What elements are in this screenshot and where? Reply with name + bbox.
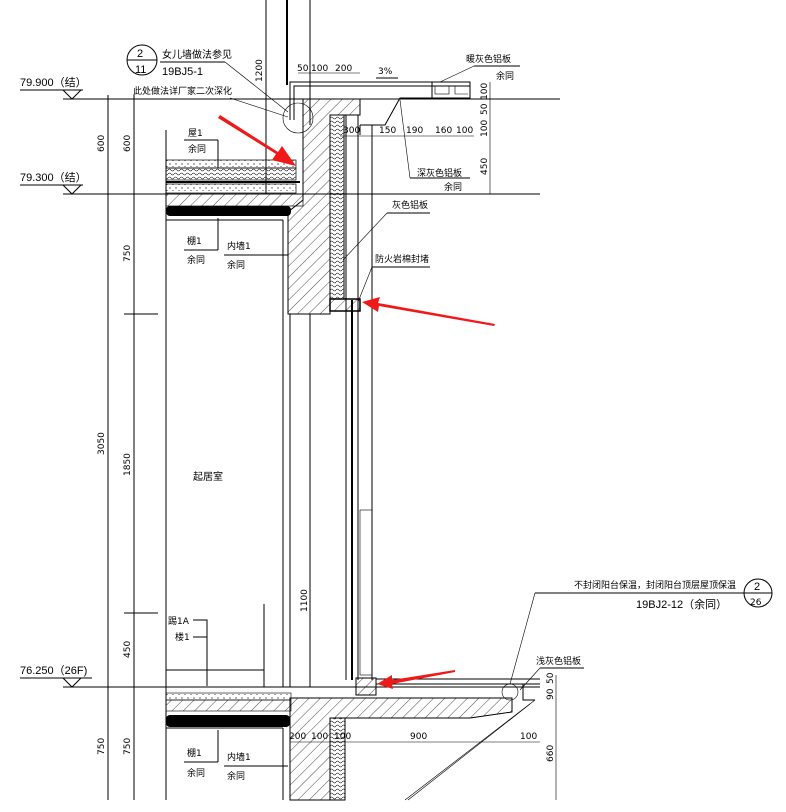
layer-label: 屋1 (188, 128, 203, 139)
roof-layers (165, 130, 304, 800)
dimension-chain-outer: 600 3050 750 (97, 95, 114, 800)
note-label: 余同 (444, 181, 462, 193)
note-label: 余同 (187, 254, 205, 266)
dimension-label: 660 (546, 745, 556, 762)
dimension-label: 50 (480, 103, 490, 115)
note-label: 余同 (187, 767, 205, 779)
level-label: 76.250（26F) (20, 664, 87, 677)
warm-grey-panel-note: 暖灰色铝板 余同 (439, 53, 520, 83)
note-label: 余同 (227, 259, 245, 271)
dimension-label: 160 (435, 126, 452, 136)
note-label: 余同 (496, 70, 514, 82)
reference-label: 女儿墙做法参见 (162, 48, 232, 61)
layer-label: 棚1 (187, 235, 202, 247)
note-label: 余同 (188, 143, 206, 155)
reference-code: 19BJ2-12（余同） (636, 597, 727, 611)
dimension-label: 300 (343, 126, 360, 136)
dimension-label: 190 (406, 126, 423, 136)
light-grey-panel-note: 浅灰色铝板 (519, 655, 584, 691)
dimension-label: 450 (480, 158, 490, 175)
red-arrow-balcony (377, 670, 455, 689)
slope-label: 3% (378, 67, 393, 77)
dimension-label: 600 (97, 135, 107, 152)
note-label: 浅灰色铝板 (536, 655, 581, 667)
dimension-label: 450 (123, 641, 133, 658)
dimension-label: 90 (546, 688, 556, 700)
room-living: 起居室 (193, 470, 223, 483)
skirting-floor-label: 踢1A 楼1 (168, 616, 208, 686)
level-label: 79.900（结） (20, 76, 87, 89)
dimension-label: 200 (335, 64, 352, 74)
balcony-reference: 不封闭阳台保温，封闭阳台顶层屋顶保温 19BJ2-12（余同） 2 26 (509, 578, 773, 685)
fire-seal-note: 防火岩棉封堵 (357, 253, 430, 303)
level-label: 79.300（结） (20, 171, 87, 184)
layer-label: 踢1A (168, 616, 190, 627)
note-label: 暖灰色铝板 (466, 53, 511, 65)
dimension-label: 100 (480, 120, 490, 137)
ceiling-label: 棚1 余同 (184, 218, 219, 266)
level-mark-76250: 76.250（26F) (20, 664, 540, 688)
fire-seal (329, 298, 361, 312)
inner-wall-label: 内墙1 余同 (224, 240, 288, 271)
layer-label: 内墙1 (227, 240, 251, 252)
reference-number: 2 (137, 48, 143, 60)
factory-detail-note: 此处做法详厂家二次深化 (133, 85, 314, 134)
layer-label: 棚1 (187, 747, 202, 759)
layer-label: 楼1 (175, 631, 190, 643)
wall-insulation (329, 114, 345, 300)
note-label: 防火岩棉封堵 (375, 253, 429, 265)
dimension-label: 50 (546, 672, 556, 684)
dimension-label: 100 (334, 732, 351, 742)
cap-dimensions: 50 100 200 3% (297, 64, 398, 79)
dimension-label: 3050 (97, 432, 107, 455)
dimension-label: 900 (410, 732, 427, 742)
reference-number: 2 (754, 581, 760, 593)
inner-wall-label-lower: 内墙1 余同 (224, 751, 288, 782)
dimension-label: 100 (311, 64, 328, 74)
dimension-label: 100 (311, 732, 328, 742)
dimension-label: 100 (520, 732, 537, 742)
reference-sheet: 11 (135, 64, 146, 76)
window-frame (345, 115, 373, 680)
reference-label: 不封闭阳台保温，封闭阳台顶层屋顶保温 (574, 579, 736, 591)
dimension-window-height: 1100 (300, 589, 310, 612)
dimension-label: 600 (123, 135, 133, 152)
red-arrow-fire-seal (362, 297, 495, 326)
interior-walls (166, 219, 311, 687)
dimension-label: 100 (456, 126, 473, 136)
dark-grey-panel-note: 深灰色铝板 余同 (399, 99, 470, 193)
dimension-label: 750 (123, 245, 133, 262)
top-right-dimensions: 300 150 190 160 100 100 50 100 450 (340, 82, 491, 194)
reference-sheet: 26 (750, 598, 762, 608)
ceiling-label-lower: 棚1 余同 (184, 730, 219, 779)
dimension-label: 100 (480, 83, 490, 100)
grey-panel-note: 灰色铝板 (342, 199, 430, 261)
dimension-parapet-height: 1200 (255, 59, 265, 82)
dimension-label: 1850 (123, 453, 133, 476)
note-label: 余同 (227, 770, 245, 782)
roof-label: 屋1 余同 (184, 128, 219, 168)
dimension-label: 750 (97, 738, 107, 755)
note-label: 深灰色铝板 (417, 167, 462, 179)
dimension-label: 200 (289, 732, 306, 742)
red-arrow-roof (218, 115, 296, 166)
dimension-label: 150 (379, 126, 396, 136)
parapet-reference: 2 11 女儿墙做法参见 19BJ5-1 (126, 44, 289, 113)
balcony-dimensions: 200 100 100 900 100 50 90 660 (289, 672, 557, 800)
dimension-label: 750 (123, 738, 133, 755)
dimension-label: 50 (297, 64, 309, 74)
layer-label: 内墙1 (227, 751, 251, 763)
dimension-chain-inner: 600 750 1850 450 750 (123, 95, 158, 800)
note-label: 此处做法详厂家二次深化 (133, 85, 232, 97)
reference-code: 19BJ5-1 (162, 66, 203, 78)
balcony-slab (165, 677, 540, 801)
note-label: 灰色铝板 (392, 199, 428, 211)
